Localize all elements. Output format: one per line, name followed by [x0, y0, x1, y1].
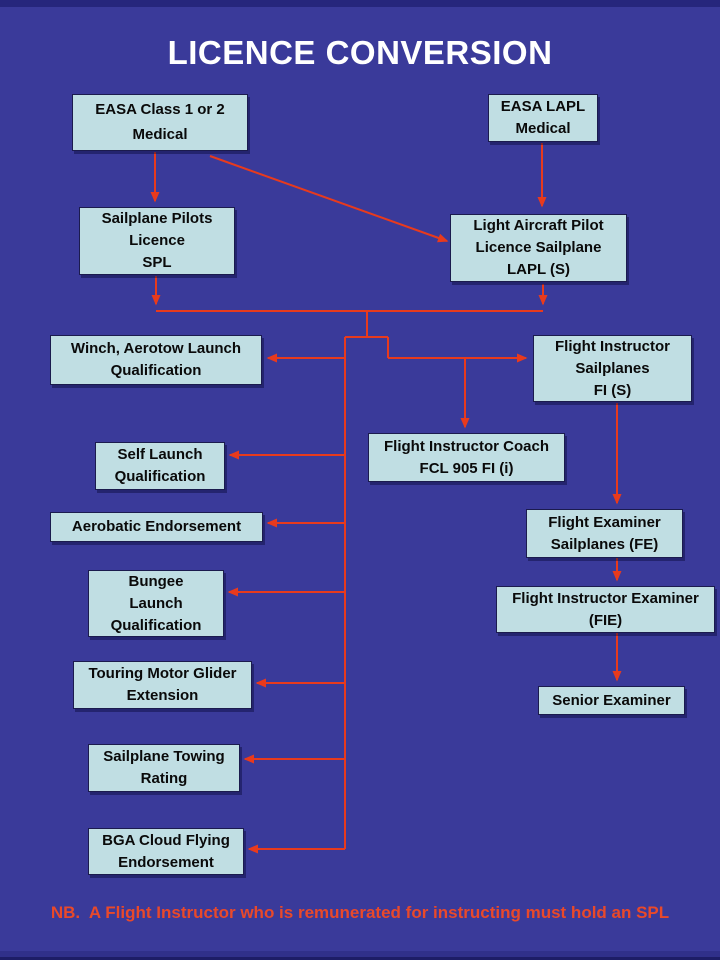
node-line: BGA Cloud Flying: [102, 831, 230, 849]
node-line: Light Aircraft Pilot: [473, 217, 604, 234]
node-bga-cloud-flying-endorsement: BGA Cloud Flying Endorsement: [88, 828, 244, 875]
node-line: EASA LAPL: [500, 98, 586, 115]
node-line: Rating: [140, 770, 188, 787]
node-sailplane-towing-rating: Sailplane Towing Rating: [88, 744, 240, 792]
node-line: Flight Instructor Coach: [384, 437, 549, 455]
node-line: FCL 905 FI (i): [419, 459, 514, 477]
node-flight-examiner-sailplanes-fe: Flight Examiner Sailplanes (FE): [526, 509, 683, 558]
node-line: Sailplanes: [575, 359, 650, 377]
node-line: Bungee: [128, 572, 184, 590]
node-line: (FIE): [588, 611, 623, 629]
node-aerobatic-endorsement: Aerobatic Endorsement: [50, 512, 263, 542]
node-line: Touring Motor Glider: [88, 665, 237, 682]
node-line: Medical: [515, 120, 571, 137]
node-flight-instructor-examiner-fie: Flight Instructor Examiner (FIE): [496, 586, 715, 633]
node-line: FI (S): [593, 381, 632, 399]
node-line: Aerobatic Endorsement: [71, 518, 242, 535]
node-sailplane-pilots-licence-spl: Sailplane Pilots Licence SPL: [79, 207, 235, 275]
footnote: NB. A Flight Instructor who is remunerat…: [50, 903, 670, 922]
node-line: Qualification: [110, 362, 202, 379]
node-line: Senior Examiner: [552, 691, 671, 709]
node-line: Qualification: [114, 468, 206, 485]
node-line: Flight Examiner: [548, 513, 661, 531]
node-line: Medical: [132, 125, 188, 143]
node-line: Licence: [129, 232, 185, 249]
slide-title: LICENCE CONVERSION: [167, 34, 553, 71]
node-senior-examiner: Senior Examiner: [538, 686, 685, 715]
node-winch-aerotow-launch-qualification: Winch, Aerotow Launch Qualification: [50, 335, 262, 385]
node-lapl-s: Light Aircraft Pilot Licence Sailplane L…: [450, 214, 627, 282]
node-line: SPL: [142, 254, 172, 271]
node-line: Sailplanes (FE): [550, 535, 659, 553]
node-line: Licence Sailplane: [475, 239, 602, 256]
node-line: Flight Instructor Examiner: [512, 589, 699, 607]
node-flight-instructor-coach: Flight Instructor Coach FCL 905 FI (i): [368, 433, 565, 482]
node-touring-motor-glider-extension: Touring Motor Glider Extension: [73, 661, 252, 709]
node-line: Winch, Aerotow Launch: [70, 340, 242, 357]
node-self-launch-qualification: Self Launch Qualification: [95, 442, 225, 490]
node-line: Flight Instructor: [555, 337, 670, 355]
arrow-easa-class-to-lapl: [209, 155, 449, 243]
node-line: Sailplane Pilots: [101, 210, 213, 227]
node-line: Sailplane Towing: [103, 748, 225, 765]
node-line: EASA Class 1 or 2: [95, 101, 225, 119]
node-line: Extension: [126, 687, 199, 704]
node-line: Qualification: [110, 616, 202, 634]
node-bungee-launch-qualification: Bungee Launch Qualification: [88, 570, 224, 637]
node-line: LAPL (S): [506, 261, 571, 278]
node-easa-class-1-2-medical: EASA Class 1 or 2 Medical: [72, 94, 248, 151]
node-line: Launch: [129, 594, 183, 612]
node-line: Self Launch: [117, 446, 203, 463]
node-flight-instructor-sailplanes-fi-s: Flight Instructor Sailplanes FI (S): [533, 335, 692, 402]
node-easa-lapl-medical: EASA LAPL Medical: [488, 94, 598, 142]
node-line: Endorsement: [118, 853, 214, 871]
